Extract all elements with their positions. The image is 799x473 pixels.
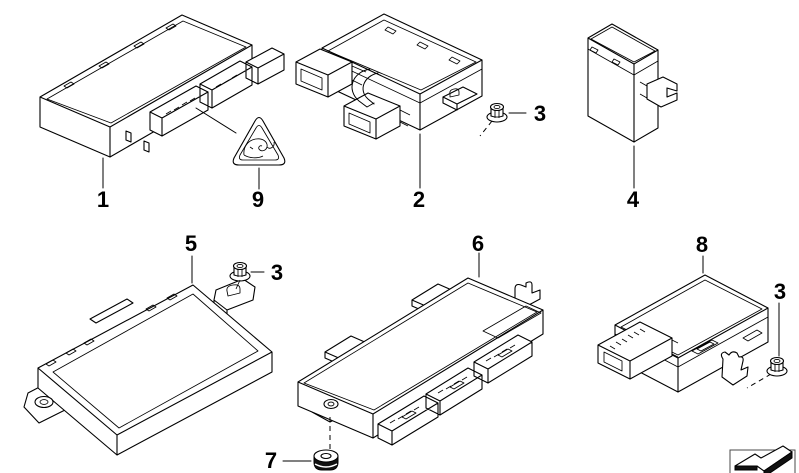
- continuation-box: [729, 449, 796, 473]
- continuation-arrow-icon: [734, 445, 793, 472]
- hex-flange-nut-icon: [486, 102, 508, 123]
- part-6-tab-hole: [323, 398, 339, 410]
- part-5-control-module[interactable]: [23, 255, 273, 456]
- callout-6[interactable]: 6: [472, 231, 484, 256]
- part-1-lid-seam: [46, 20, 247, 124]
- fastener-7-grommet[interactable]: [282, 449, 339, 471]
- callout-1[interactable]: 1: [97, 187, 109, 212]
- part-6-connectors: [377, 334, 533, 446]
- part-6-body: [297, 277, 544, 439]
- part-6-label-plate: [482, 305, 542, 339]
- part-2-wire-loop: [351, 68, 379, 108]
- part-5-tab-slot: [226, 284, 241, 297]
- part-5-body: [37, 284, 273, 456]
- part-5-pillow-seam: [52, 293, 259, 429]
- rubber-grommet-icon: [313, 449, 339, 471]
- fastener-3b[interactable]: [229, 261, 265, 290]
- part-1-control-module[interactable]: [39, 14, 285, 189]
- part-6-lid-seam: [303, 282, 538, 411]
- continuation-arrow[interactable]: [729, 445, 796, 473]
- warning-glyph: [243, 138, 275, 159]
- part-2-mount-tab: [442, 86, 478, 111]
- fastener-3c-dashed: [746, 373, 772, 389]
- fastener-3b-link: [235, 279, 241, 290]
- part-2-tab-slot: [449, 88, 460, 98]
- callout-9[interactable]: 9: [252, 187, 264, 212]
- part-8-connector: [597, 321, 673, 380]
- continuation-arrow-shadow: [734, 451, 793, 473]
- part-8-front-details: [691, 329, 763, 355]
- part-4-side-clip: [646, 76, 678, 108]
- part-5-rail: [89, 298, 134, 324]
- part-2-lid-seam: [321, 19, 483, 104]
- part-5-clips: [45, 293, 178, 367]
- part-6-hook: [514, 281, 541, 307]
- part-4-clip-links: [639, 81, 648, 99]
- part-1-leader-line: [102, 107, 237, 189]
- part-9-warning-label[interactable]: [232, 116, 286, 190]
- callout-3c[interactable]: 3: [774, 279, 786, 304]
- callout-3b[interactable]: 3: [271, 260, 283, 285]
- warning-triangle-icon: [232, 116, 286, 166]
- part-2-clips: [384, 26, 461, 65]
- part-8-hook: [720, 351, 749, 386]
- part-6-tab-hole-inner: [327, 401, 335, 407]
- part-1-connector-pins: [165, 74, 238, 115]
- warning-triangle-inner: [239, 125, 279, 161]
- part-5-tab-hole: [34, 395, 54, 409]
- part-2-connector-sockets: [300, 65, 411, 134]
- callout-5[interactable]: 5: [185, 231, 197, 256]
- part-1-clips: [63, 23, 177, 89]
- part-4-clips: [589, 46, 621, 66]
- part-6-control-module[interactable]: [297, 252, 544, 449]
- part-4-control-module[interactable]: [587, 23, 678, 189]
- part-4-body: [587, 23, 659, 143]
- fastener-3a-dashed: [479, 120, 493, 137]
- callout-7[interactable]: 7: [265, 448, 277, 473]
- part-8-connector-pins: [609, 328, 646, 350]
- part-8-connector-socket: [603, 339, 679, 372]
- callout-2[interactable]: 2: [413, 187, 425, 212]
- callout-3a[interactable]: 3: [534, 101, 546, 126]
- part-1-connectors: [125, 47, 285, 153]
- fastener-3a[interactable]: [479, 102, 527, 137]
- part-2-control-module[interactable]: [295, 13, 483, 189]
- fastener-3c[interactable]: [746, 302, 788, 389]
- part-6-connector-latches: [401, 348, 513, 420]
- part-5-tab-hole-inner: [39, 399, 49, 405]
- hex-flange-nut-icon: [766, 356, 788, 377]
- hex-flange-nut-icon: [229, 261, 251, 282]
- callout-4[interactable]: 4: [627, 187, 640, 212]
- part-4-lid-seam: [587, 26, 659, 76]
- callout-8[interactable]: 8: [696, 232, 708, 257]
- part-6-connector-pins: [389, 344, 516, 424]
- part-8-control-module[interactable]: [597, 255, 769, 393]
